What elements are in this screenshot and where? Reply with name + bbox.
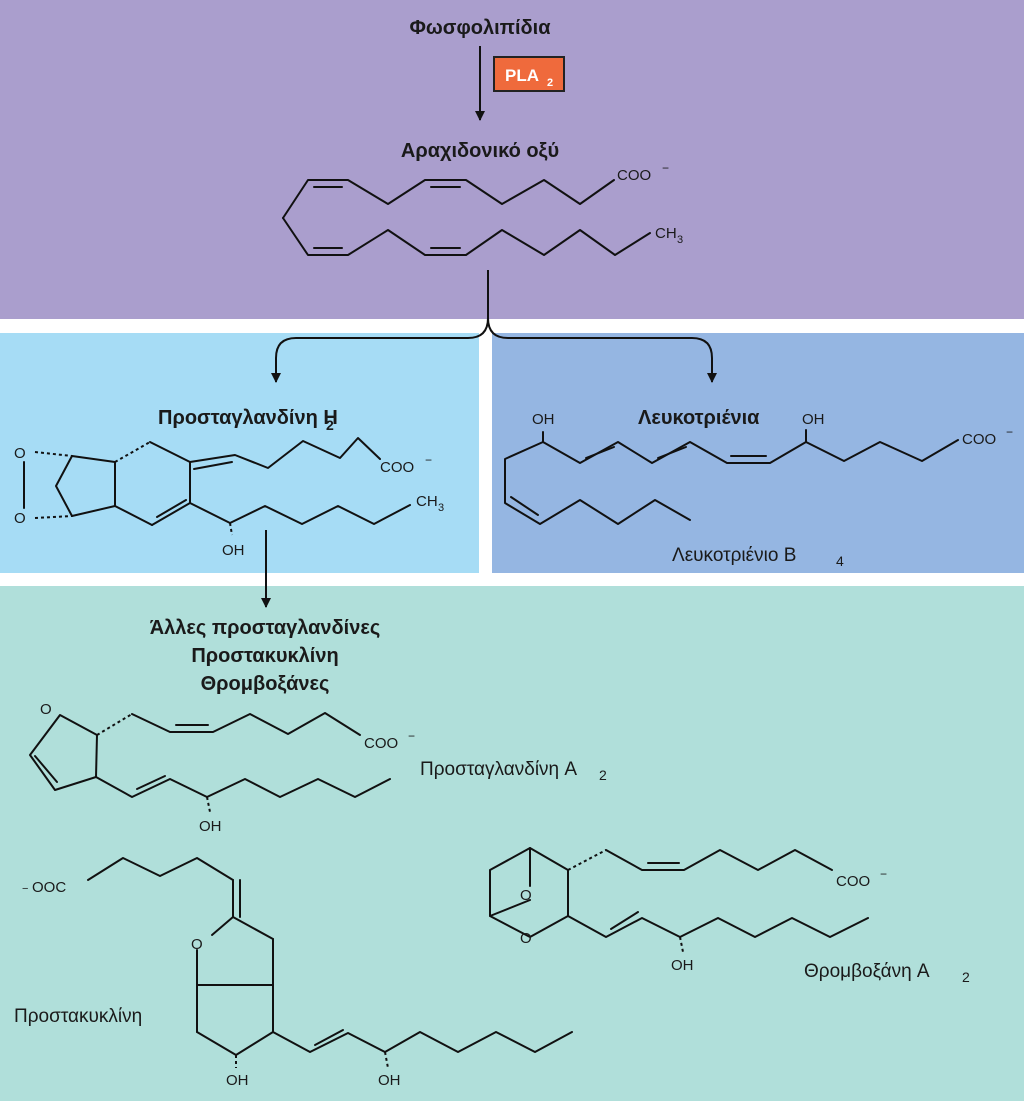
- prostacyclin-ooc: OOC: [32, 879, 66, 896]
- cyclooxygenase-branch-arrow: [271, 270, 489, 383]
- pgh2-structure: [23, 437, 411, 536]
- pga2-name: Προσταγλανδίνη A: [420, 759, 577, 780]
- other-prostaglandins-heading: Άλλες προσταγλανδίνες: [150, 617, 381, 639]
- ltb4-name-subscript: 4: [836, 553, 844, 569]
- arachidonic-coo: COO: [617, 167, 651, 184]
- prostacyclin-oh-1: OH: [226, 1072, 249, 1089]
- pgh2-coo: COO: [380, 459, 414, 476]
- txa2-coo: COO: [836, 873, 870, 890]
- pga2-name-subscript: 2: [599, 767, 607, 783]
- arachidonic-acid-label: Αραχιδονικό οξύ: [401, 140, 559, 162]
- pgh2-o2: O: [14, 510, 26, 527]
- arachidonic-ch3-subscript: 3: [677, 234, 683, 246]
- prostacyclin-name: Προστακυκλίνη: [14, 1006, 142, 1027]
- arachidonic-acid-panel: [0, 0, 1024, 319]
- prostacyclin-heading: Προστακυκλίνη: [191, 645, 338, 667]
- txa2-structure: [489, 847, 869, 953]
- pgh2-title-subscript: 2: [326, 417, 334, 433]
- prostacyclin-structure: [87, 857, 573, 1069]
- pga2-o: O: [40, 701, 52, 718]
- prostacyclin-ooc-charge: −: [22, 883, 28, 895]
- ltb4-oh-2: OH: [802, 411, 825, 428]
- txa2-coo-charge: −: [880, 867, 887, 881]
- pgh2-coo-charge: −: [425, 453, 432, 467]
- lipoxygenase-branch-arrow: [487, 317, 717, 383]
- arachidonic-ch3: CH: [655, 225, 677, 242]
- txa2-oh: OH: [671, 957, 694, 974]
- pgh2-ch3-subscript: 3: [438, 502, 444, 514]
- ltb4-coo: COO: [962, 431, 996, 448]
- prostacyclin-o: O: [191, 936, 203, 953]
- pla2-subscript: 2: [547, 77, 553, 89]
- txa2-o-ring: O: [520, 930, 532, 947]
- ltb4-oh-1: OH: [532, 411, 555, 428]
- txa2-o-bridge: O: [520, 887, 532, 904]
- prostacyclin-oh-2: OH: [378, 1072, 401, 1089]
- pgh2-oh: OH: [222, 542, 245, 559]
- txa2-name: Θρομβοξάνη A: [804, 961, 930, 982]
- pgh2-ch3: CH: [416, 493, 438, 510]
- pgh2-o1: O: [14, 445, 26, 462]
- txa2-name-subscript: 2: [962, 969, 970, 985]
- pga2-structure: [29, 712, 391, 813]
- arachidonic-coo-charge: −: [662, 161, 669, 175]
- pga2-coo: COO: [364, 735, 398, 752]
- pga2-coo-charge: −: [408, 729, 415, 743]
- prostaglandin-h2-panel: [0, 333, 479, 573]
- thromboxanes-heading: Θρομβοξάνες: [201, 673, 330, 695]
- ltb4-name: Λευκοτριένιο B: [672, 545, 796, 566]
- pga2-oh: OH: [199, 818, 222, 835]
- pgh2-title: Προσταγλανδίνη H: [158, 407, 338, 429]
- leukotrienes-title: Λευκοτριένια: [638, 407, 760, 429]
- ltb4-coo-charge: −: [1006, 425, 1013, 439]
- pla2-text: PLA: [505, 66, 539, 85]
- leukotriene-b4-structure: [504, 429, 959, 525]
- arachidonic-acid-structure: [282, 179, 651, 256]
- phospholipids-label: Φωσφολιπίδια: [409, 17, 551, 39]
- pla2-enzyme-badge: PLA 2: [493, 56, 565, 92]
- other-prostanoids-panel: [0, 586, 1024, 1101]
